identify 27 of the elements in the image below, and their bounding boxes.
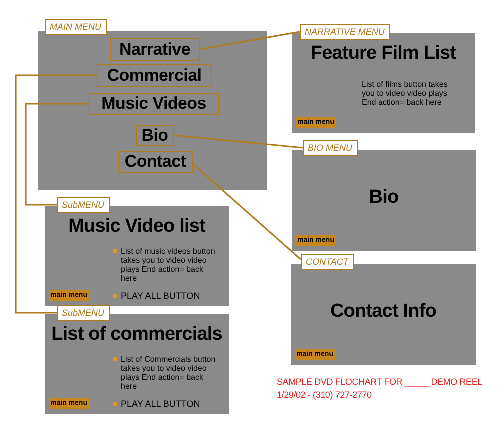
screen-label-tag: BIO MENU — [303, 140, 358, 156]
screen-title: Contact Info — [329, 300, 438, 322]
connector-line — [25, 103, 89, 206]
play-all-text: PLAY ALL BUTTON — [121, 291, 200, 301]
screen-label-tag: MAIN MENU — [45, 19, 106, 35]
connector-line — [15, 74, 97, 314]
description-text: List of films button takes you to video video plays End action= back here — [362, 80, 449, 107]
screen-label-tag: CONTACT — [301, 254, 354, 270]
connector-line — [200, 31, 300, 50]
menu-button: Narrative — [110, 38, 200, 61]
description-text: List of Commercials button takes you to video video plays End action= back here — [121, 355, 217, 391]
connector-line — [174, 134, 304, 149]
connector-line — [192, 164, 302, 260]
screen-title: Bio — [368, 186, 400, 208]
screen-label-tag: SubMENU — [57, 305, 110, 321]
screen-title: Feature Film List — [310, 43, 458, 65]
menu-button: Bio — [136, 125, 174, 146]
description-text: List of music videos button takes you to video video plays End action= back here — [121, 247, 216, 283]
caption-text: SAMPLE DVD FLOCHART FOR _____ DEMO REEL 1/29/02 - (310) 727-2770 — [277, 376, 484, 402]
screen-title: List of commercials — [50, 324, 224, 346]
menu-button: Music Videos — [89, 93, 219, 115]
play-all-text: PLAY ALL BUTTON — [121, 399, 200, 409]
screen-label-tag: NARRATIVE MENU — [300, 24, 390, 40]
menu-button: Commercial — [97, 64, 212, 87]
screen-label-tag: SubMENU — [57, 197, 110, 213]
screen-title: Music Video list — [68, 216, 207, 238]
menu-button: Contact — [118, 151, 193, 173]
